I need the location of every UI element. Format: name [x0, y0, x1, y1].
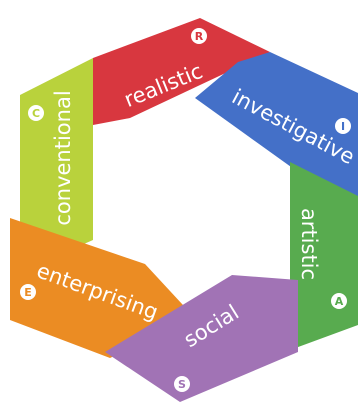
badge-s: S — [174, 376, 190, 392]
band-social — [105, 275, 298, 402]
badge-circle-c — [28, 105, 44, 121]
badge-letter-e: E — [24, 286, 32, 299]
badge-circle-s — [174, 376, 190, 392]
segment-investigative: investigative I — [195, 52, 359, 215]
badge-letter-r: R — [195, 30, 204, 43]
badge-circle-i — [335, 118, 351, 134]
segment-conventional: conventional C — [20, 58, 93, 272]
badge-e: E — [20, 284, 36, 300]
badge-i: I — [335, 118, 351, 134]
badge-c: C — [28, 105, 44, 121]
segment-enterprising: enterprising E — [10, 218, 195, 358]
label-conventional: conventional — [51, 90, 75, 225]
badge-a: A — [331, 293, 347, 309]
badge-circle-a — [331, 293, 347, 309]
badge-letter-a: A — [335, 295, 344, 308]
badge-circle-e — [20, 284, 36, 300]
badge-r: R — [191, 28, 207, 44]
segment-social: social S — [105, 275, 298, 402]
badge-letter-i: I — [341, 120, 345, 133]
label-artistic: artistic — [297, 208, 321, 280]
badge-circle-r — [191, 28, 207, 44]
badge-letter-s: S — [178, 378, 186, 391]
badge-letter-c: C — [32, 107, 40, 120]
band-investigative — [195, 52, 358, 215]
band-realistic — [93, 18, 270, 125]
segment-artistic: artistic A — [290, 162, 358, 350]
band-enterprising — [10, 218, 195, 358]
